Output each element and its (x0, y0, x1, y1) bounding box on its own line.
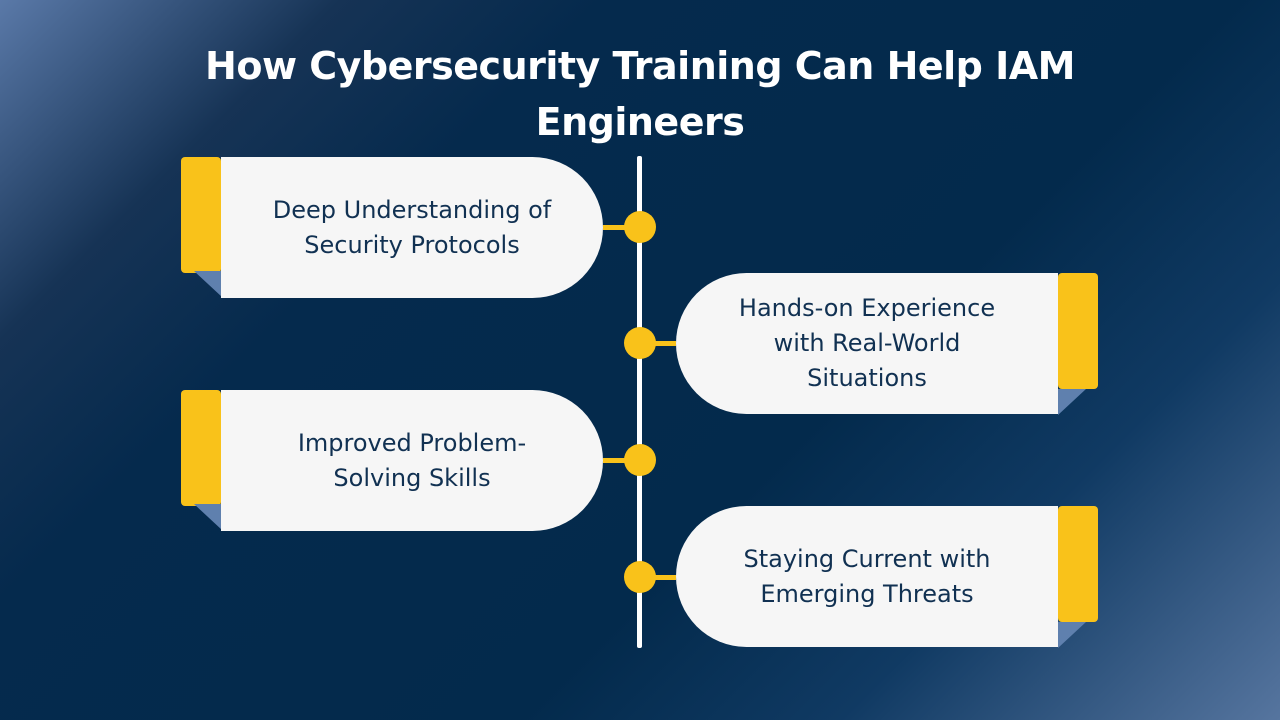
item-1-tab (181, 157, 221, 273)
item-1-card: Deep Understanding of Security Protocols (221, 157, 603, 298)
item-2-connector (642, 341, 676, 346)
timeline-line (637, 156, 642, 648)
item-2-fold (1058, 389, 1086, 415)
item-1-dot (624, 211, 656, 243)
item-4-connector (642, 575, 676, 580)
item-1-label: Deep Understanding of Security Protocols (272, 195, 552, 259)
item-2-tab (1058, 273, 1098, 389)
item-3-card: Improved Problem-Solving Skills (221, 390, 603, 531)
item-3-tab (181, 390, 221, 506)
item-2-label: Hands-on Experience with Real-World Situ… (738, 294, 996, 392)
item-2-dot (624, 327, 656, 359)
item-4-fold (1058, 622, 1086, 648)
item-4-card: Staying Current with Emerging Threats (676, 506, 1058, 647)
page-title: How Cybersecurity Training Can Help IAM … (205, 44, 1075, 144)
item-1-connector (603, 225, 637, 230)
item-1-fold (194, 271, 222, 297)
item-3-dot (624, 444, 656, 476)
item-2-card: Hands-on Experience with Real-World Situ… (676, 273, 1058, 414)
item-4-label: Staying Current with Emerging Threats (743, 544, 991, 608)
item-3-label: Improved Problem-Solving Skills (297, 428, 527, 492)
item-4-tab (1058, 506, 1098, 622)
item-3-fold (194, 504, 222, 530)
item-4-dot (624, 561, 656, 593)
item-3-connector (603, 458, 637, 463)
